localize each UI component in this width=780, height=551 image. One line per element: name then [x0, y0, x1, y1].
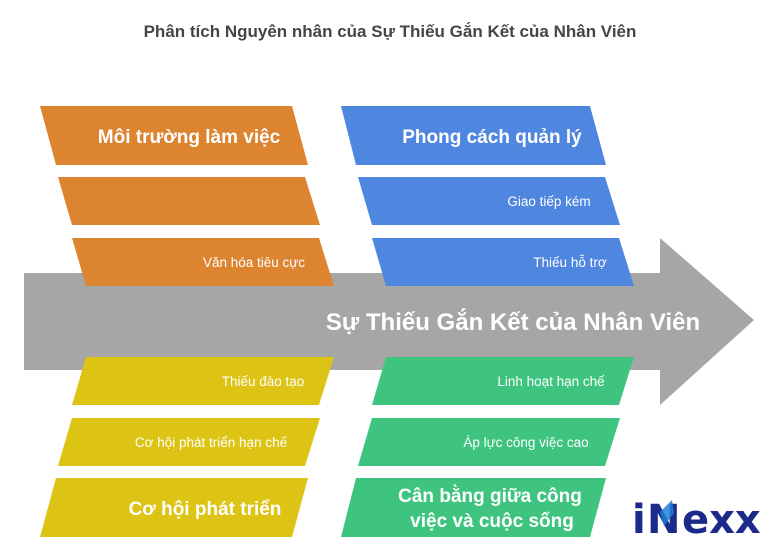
development-header-label: Cơ hội phát triển	[129, 499, 282, 520]
management-item-box	[358, 177, 620, 225]
management-item-label: Thiếu hỗ trợ	[533, 255, 607, 270]
balance-header-label-line2: việc và cuộc sống	[410, 511, 574, 532]
development-item-box	[72, 357, 334, 405]
balance-item-label: Linh hoạt hạn chế	[497, 374, 605, 389]
page-title: Phân tích Nguyên nhân của Sự Thiếu Gắn K…	[143, 22, 637, 41]
development-item-label: Cơ hội phát triển hạn chế	[135, 435, 288, 450]
logo-i: i	[632, 497, 646, 543]
balance-item-box	[358, 418, 620, 466]
management-header-box	[341, 106, 606, 165]
environment-header-box	[40, 106, 308, 165]
environment-item-label: Văn hóa tiêu cực	[203, 255, 305, 270]
environment-header-label: Môi trường làm việc	[98, 127, 281, 148]
logo-rest: exx	[682, 497, 761, 543]
balance-item-box	[372, 357, 634, 405]
development-item-label: Thiếu đào tạo	[222, 374, 305, 389]
inexx-logo: i N exx	[632, 497, 761, 543]
balance-item-label: Áp lực công việc cao	[463, 435, 588, 450]
balance-header-label-line1: Cân bằng giữa công	[398, 485, 582, 507]
development-item-box	[58, 418, 320, 466]
management-item-label: Giao tiếp kém	[507, 194, 590, 209]
balance-header-box	[341, 478, 606, 537]
management-header-label: Phong cách quản lý	[402, 127, 582, 148]
logo-accent-mark	[660, 500, 674, 526]
environment-item-box	[72, 238, 334, 286]
development-header-box	[40, 478, 308, 537]
spine-label: Sự Thiếu Gắn Kết của Nhân Viên	[326, 308, 700, 336]
environment-item-box	[58, 177, 320, 225]
management-item-box	[372, 238, 634, 286]
